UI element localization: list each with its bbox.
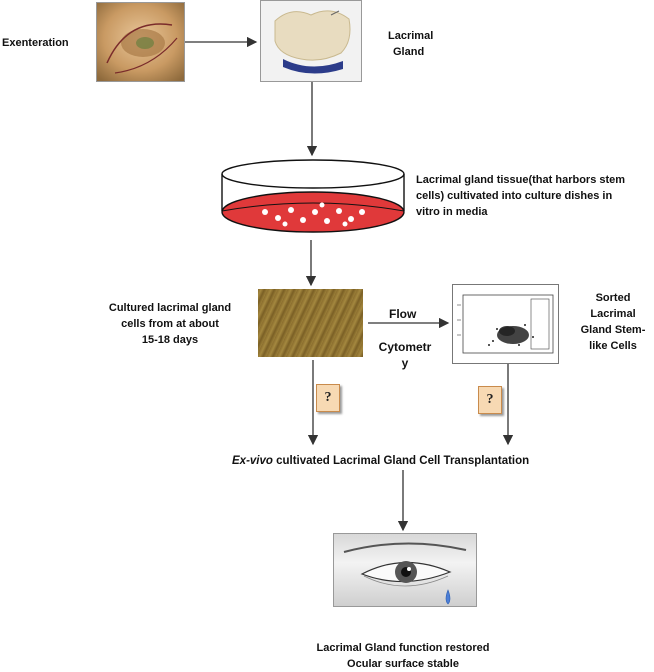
cytometry-label: Cytometr y [370,339,440,371]
sorted-cells-line3: Gland Stem- [580,324,646,336]
cultured-cells-label: Cultured lacrimal gland cells from at ab… [95,300,245,348]
question-mark-left: ? [324,390,332,405]
question-mark-right: ? [486,392,494,407]
lacrimal-gland-label-line2: Gland [393,46,425,58]
lacrimal-gland-image [261,1,361,81]
sorted-cells-line4: like Cells [589,340,637,352]
exenteration-image [97,3,184,81]
question-box-left: ? [316,384,340,412]
exenteration-label: Exenteration [2,37,69,49]
cultured-cells-line2: cells from at about [121,318,219,330]
sorted-cells-line1: Sorted [595,292,631,304]
lacrimal-gland-photo [260,0,362,82]
eye-image [343,542,467,605]
transplantation-label: Ex-vivo cultivated Lacrimal Gland Cell T… [232,453,529,469]
exenteration-photo [96,2,185,82]
flow-cytometry-plot [452,284,559,364]
eye-photo [333,533,477,607]
question-box-right: ? [478,386,502,414]
sorted-cells-label: Sorted Lacrimal Gland Stem- like Cells [575,290,651,354]
tissue-culture-label: Lacrimal gland tissue(that harbors stem … [416,172,646,220]
cytometry-line1: Cytometr [378,340,432,354]
flow-cytometry-plot-graphic [457,294,554,354]
cytometry-line2: y [401,356,409,370]
outcome-line1: Lacrimal Gland function restored [316,642,490,654]
lacrimal-gland-label-line1: Lacrimal [388,30,434,42]
sorted-cells-line2: Lacrimal [590,308,636,320]
outcome-label: Lacrimal Gland function restored Ocular … [300,640,506,672]
lacrimal-gland-label: Lacrimal Gland [388,28,433,60]
tissue-culture-line1: Lacrimal gland tissue(that harbors stem [416,174,626,186]
tissue-culture-line3: vitro in media [416,206,488,218]
cultured-cells-line3: 15-18 days [141,334,199,346]
tissue-culture-line2: cells) cultivated into culture dishes in [416,190,613,202]
transplantation-italic: Ex-vivo [232,455,273,467]
cultured-cells-line1: Cultured lacrimal gland [108,302,232,314]
flow-label: Flow [389,307,417,321]
cultured-cells-image [258,289,363,357]
transplantation-rest: cultivated Lacrimal Gland Cell Transplan… [272,455,530,467]
outcome-line2: Ocular surface stable [347,658,459,670]
